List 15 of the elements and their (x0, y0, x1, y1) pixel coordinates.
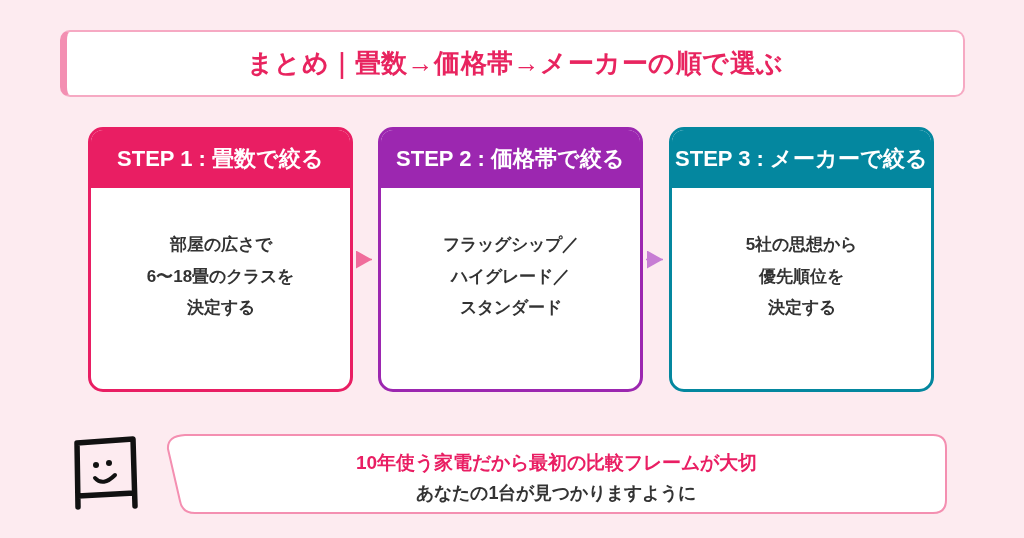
step-heading: STEP 1 : 畳数で絞る (91, 130, 350, 188)
step-card (669, 127, 934, 392)
step-description: 部屋の広さで6〜18畳のクラスを決定する (145, 234, 296, 319)
step-description: 5社の思想から優先順位を決定する (744, 234, 859, 319)
step-card (378, 127, 643, 392)
step-card (88, 127, 353, 392)
arrow (645, 250, 664, 269)
arrow (355, 250, 373, 269)
message-text: あなたの1台が見つかりますように (415, 482, 698, 505)
title: まとめ｜畳数→価格帯→メーカーの順で選ぶ (246, 47, 784, 81)
step-heading: STEP 3 : メーカーで絞る (672, 130, 931, 188)
message-heading: 10年使う家電だから最初の比較フレームが大切 (354, 451, 759, 475)
step-description: フラッグシップ／ハイグレード／スタンダード (441, 234, 580, 319)
speech-bubble (165, 433, 948, 515)
step-heading: STEP 2 : 価格帯で絞る (381, 130, 640, 188)
